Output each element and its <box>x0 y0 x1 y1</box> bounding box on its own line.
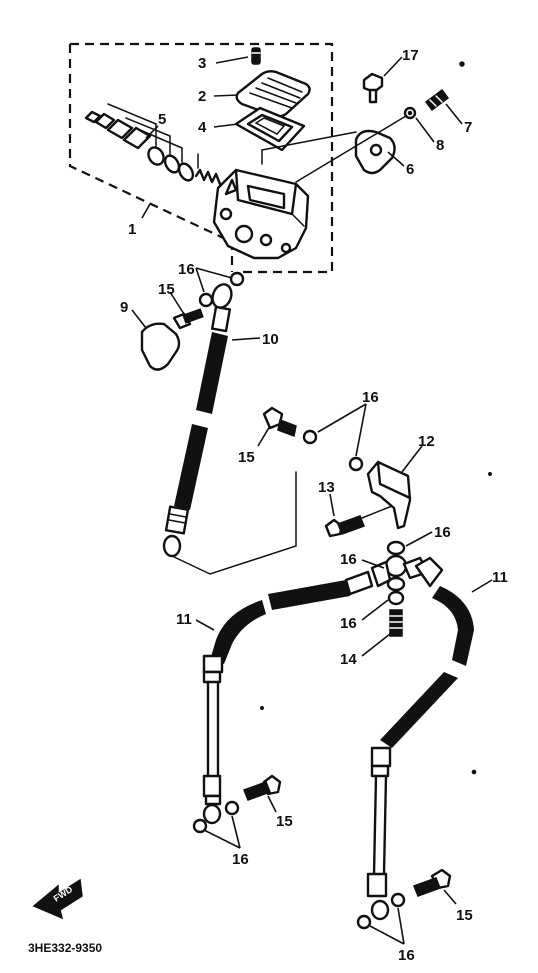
part-three-way-joint <box>370 540 444 637</box>
part-diaphragm <box>234 106 306 152</box>
callout-15-c: 15 <box>276 813 293 830</box>
callout-8: 8 <box>436 137 444 154</box>
callout-10: 10 <box>262 331 279 348</box>
callout-15-a: 15 <box>158 281 175 298</box>
master-cylinder-assembly-boundary <box>68 42 334 274</box>
part-11-brake-hose-right <box>366 586 474 921</box>
part-17-bolt <box>362 72 384 104</box>
part-16-washers-upper <box>198 271 245 308</box>
part-16-washers-middle <box>302 429 364 472</box>
callout-2: 2 <box>198 88 206 105</box>
forward-direction-arrow-icon: FWD <box>32 878 83 920</box>
callout-14: 14 <box>340 651 357 668</box>
part-reservoir-cap <box>235 70 311 118</box>
part-8-washer <box>403 106 417 120</box>
part-6-holder <box>261 115 407 183</box>
leader-lines <box>131 56 493 945</box>
callout-15-d: 15 <box>456 907 473 924</box>
callout-9: 9 <box>120 299 128 316</box>
part-11-brake-hose-left <box>202 570 374 825</box>
callout-1: 1 <box>128 221 136 238</box>
callout-13: 13 <box>318 479 335 496</box>
callout-16-a: 16 <box>178 261 195 278</box>
callout-16-d: 16 <box>340 551 357 568</box>
callout-3: 3 <box>198 55 206 72</box>
callout-16-c: 16 <box>434 524 451 541</box>
callout-labels: 3 2 4 5 1 17 7 8 6 16 15 9 10 16 15 12 1… <box>120 47 508 964</box>
callout-4: 4 <box>198 119 207 136</box>
callout-6: 6 <box>406 161 414 178</box>
part-master-cylinder-body <box>212 168 310 260</box>
callout-17: 17 <box>402 47 419 64</box>
drawing-code: 3HE332-9350 <box>28 941 102 955</box>
part-15-union-bolt-lower-right <box>413 868 452 897</box>
callout-16-f: 16 <box>232 851 249 868</box>
part-15-union-bolt-lower-left <box>243 774 282 801</box>
callout-16-b: 16 <box>362 389 379 406</box>
part-reservoir-screw <box>251 47 261 65</box>
callout-12: 12 <box>418 433 435 450</box>
callout-11-b: 11 <box>176 611 192 628</box>
part-9-cover <box>140 322 181 371</box>
part-16-washers-lower-left <box>192 800 240 834</box>
callout-11-a: 11 <box>492 569 508 586</box>
part-13-bolt <box>324 505 393 538</box>
part-7-bolt <box>424 88 450 112</box>
part-piston-kit <box>84 103 222 186</box>
callout-16-g: 16 <box>398 947 415 964</box>
part-12-joint <box>366 460 412 530</box>
part-16-washers-lower-right <box>356 892 406 930</box>
part-15-union-bolt-middle <box>262 406 297 438</box>
callout-5: 5 <box>158 111 166 128</box>
part-10-brake-hose <box>162 283 297 575</box>
callout-16-e: 16 <box>340 615 357 632</box>
callout-7: 7 <box>464 119 472 136</box>
callout-15-b: 15 <box>238 449 255 466</box>
part-15-union-bolt-upper <box>172 308 204 330</box>
